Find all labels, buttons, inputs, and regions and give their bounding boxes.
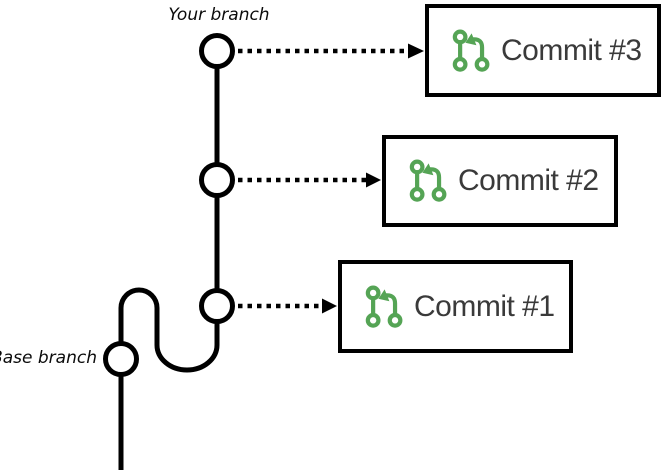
arrowhead-commit-2 — [366, 172, 381, 188]
your-branch-label: Your branch — [168, 5, 270, 25]
git-pull-request-icon — [452, 29, 490, 72]
commit-label: Commit #2 — [458, 164, 599, 197]
git-pull-request-icon — [365, 285, 403, 328]
base-branch-node — [103, 341, 139, 377]
commit-node-2 — [199, 162, 235, 198]
commit-box-2: Commit #2 — [382, 135, 618, 227]
git-pull-request-icon — [409, 159, 447, 202]
commit-node-3 — [199, 33, 235, 69]
commit-node-1 — [199, 288, 235, 324]
branch-line — [118, 51, 220, 470]
commit-label: Commit #1 — [414, 289, 555, 323]
commit-box-1: Commit #1 — [338, 260, 573, 353]
base-branch-label: Base branch — [0, 348, 97, 368]
arrowhead-commit-3 — [408, 43, 424, 59]
arrowhead-commit-1 — [322, 298, 337, 314]
commit-label: Commit #3 — [501, 33, 642, 67]
commit-box-3: Commit #3 — [425, 4, 661, 97]
